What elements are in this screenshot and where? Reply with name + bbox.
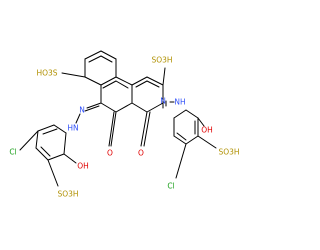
atom-label-nitrogen-right: N	[160, 97, 166, 106]
atom-label-so3h-bottom-right: SO3H	[218, 148, 239, 157]
bond-line	[35, 130, 39, 149]
bond-line	[185, 135, 199, 145]
bond-line	[131, 102, 148, 113]
bond-line	[40, 146, 51, 157]
bond-line	[86, 102, 102, 109]
bond-line	[131, 76, 148, 86]
atom-label-chlorine-right: Cl	[167, 182, 174, 191]
atom-label-oh-right: OH	[201, 126, 213, 135]
bond-line	[84, 76, 102, 86]
atom-label-ho3s-top-left: HO3S	[36, 69, 57, 78]
bond-line	[176, 132, 187, 141]
bond-line	[115, 80, 129, 89]
bond-line	[100, 55, 113, 63]
bond-line	[173, 109, 187, 119]
bond-line	[84, 105, 100, 112]
bond-line	[175, 143, 187, 179]
bond-line	[197, 117, 205, 127]
bond-line	[47, 153, 65, 161]
bond-line	[115, 76, 133, 86]
bond-line	[100, 50, 117, 60]
bond-line	[108, 111, 115, 147]
atom-label-chlorine-left: Cl	[9, 148, 16, 157]
atom-label-oh-left: OH	[77, 162, 89, 171]
bond-line	[63, 132, 67, 155]
bond-line	[63, 153, 77, 164]
bond-line	[143, 111, 151, 147]
bond-line	[102, 80, 117, 89]
bond-line	[19, 130, 39, 151]
bond-line	[173, 135, 187, 145]
atom-label-hn-left: HN	[67, 124, 78, 133]
bond-line	[37, 124, 55, 132]
bond-line	[162, 67, 166, 86]
bond-line	[140, 111, 148, 147]
bond-line	[42, 128, 58, 135]
chemical-structure: HO3S SO3H O O N HN N NH Cl OH SO3H OH SO…	[9, 50, 240, 199]
bond-line	[115, 102, 133, 113]
bond-line	[47, 159, 59, 187]
bond-line	[146, 76, 164, 86]
bond-line	[197, 135, 217, 149]
bond-line	[84, 50, 102, 60]
bond-line	[100, 76, 117, 86]
atom-label-so3h-top-right: SO3H	[151, 56, 172, 65]
atom-label-oxygen-left-carbonyl: O	[107, 149, 113, 158]
bond-line	[146, 102, 164, 113]
bond-line	[146, 80, 160, 88]
atom-label-so3h-bottom-left: SO3H	[57, 190, 78, 199]
bond-line	[61, 72, 86, 78]
bond-lines	[19, 50, 217, 187]
atom-label-oxygen-right-carbonyl: O	[138, 149, 144, 158]
bond-line	[75, 113, 81, 124]
atom-label-nh-right: NH	[174, 98, 185, 107]
bond-line	[35, 147, 49, 161]
bond-line	[100, 102, 117, 113]
bond-line	[185, 109, 199, 119]
bond-line	[110, 111, 117, 147]
atom-label-nitrogen-left: N	[79, 106, 85, 115]
bond-line	[88, 55, 102, 63]
bond-line	[53, 124, 67, 134]
bond-line	[135, 80, 148, 88]
